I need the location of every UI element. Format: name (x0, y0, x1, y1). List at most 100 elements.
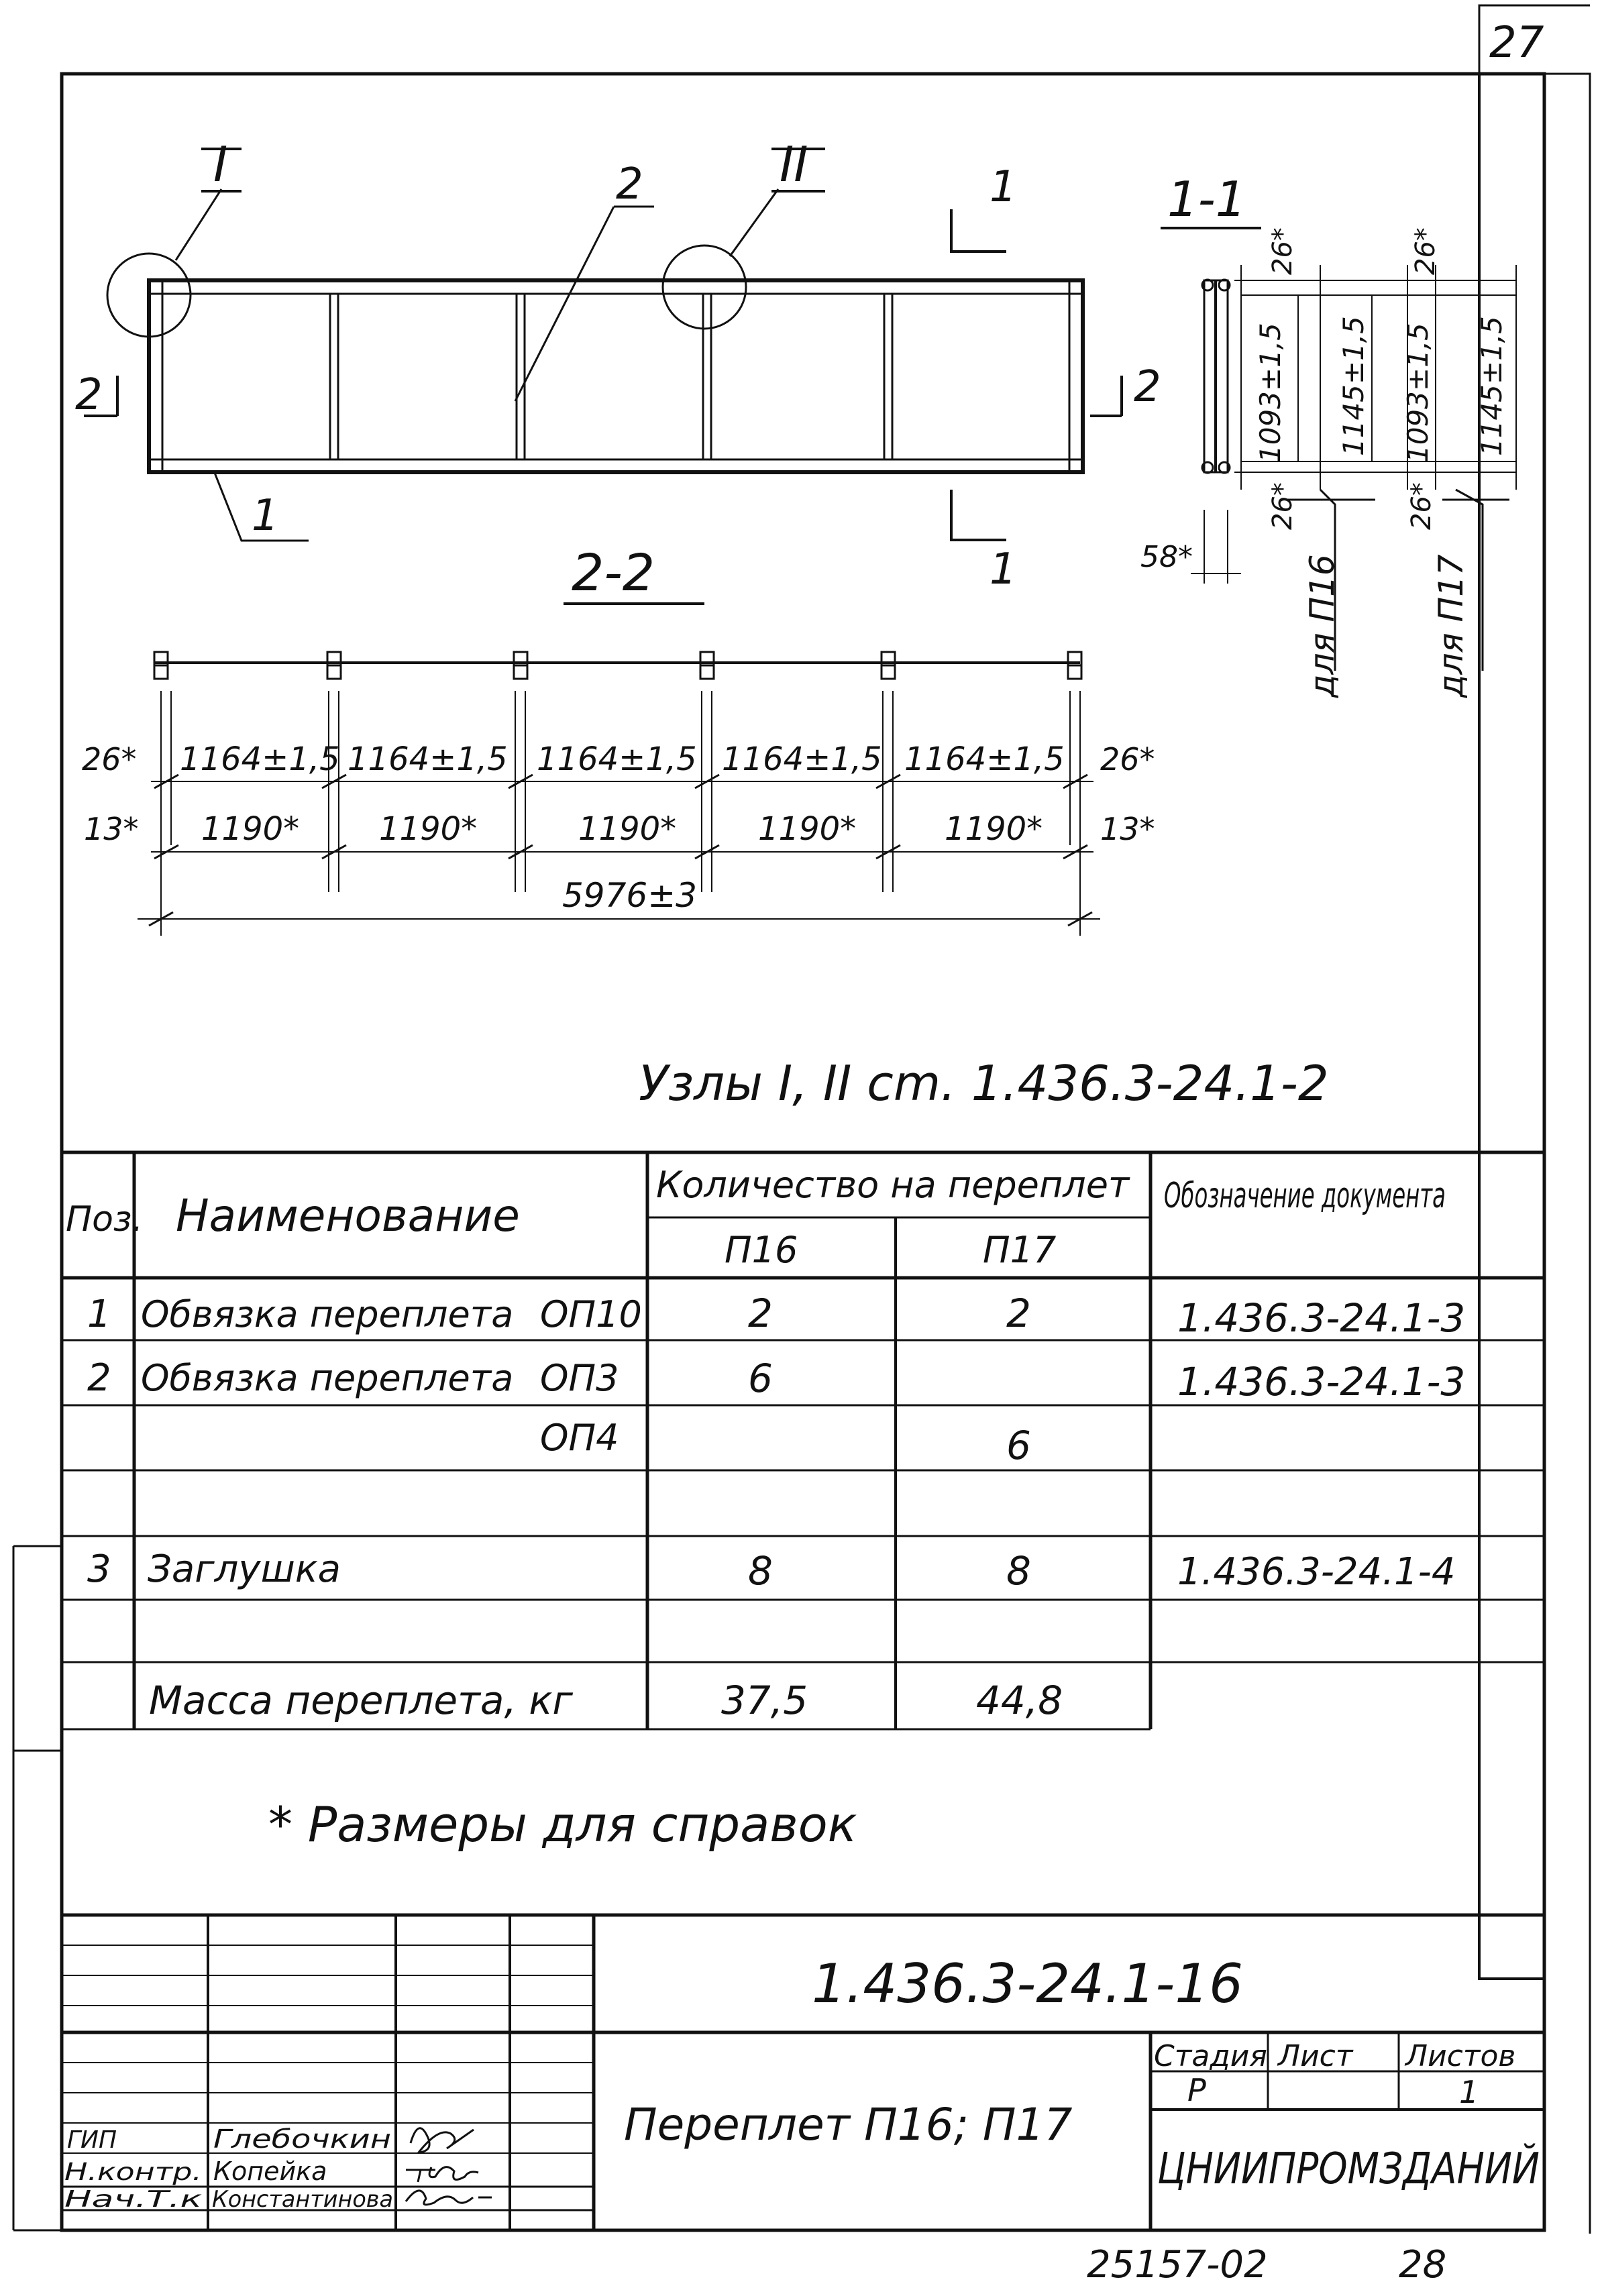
spec-table-grid (62, 1150, 1544, 1731)
spec-row-2: 2 Обвязка переплета ОП3 6 1.436.3-24.1-3 (87, 1356, 1465, 1405)
title-block-stage-value: Р (1187, 2072, 1206, 2108)
spec-row-3-mark: ОП4 (540, 1417, 619, 1459)
cut-1-top-label: 1 (990, 162, 1017, 212)
spec-header-doc: Обозначение документа (1164, 1176, 1446, 1216)
dim-22-total: 5976±3 (562, 876, 697, 915)
dim-22-row1-span2: 1164±1,5 (348, 741, 508, 778)
bottom-page-number: 28 (1399, 2243, 1446, 2287)
pos2-leader-label: 2 (616, 160, 643, 209)
profile-symbol-3 (513, 651, 529, 680)
cut-2-right-label: 2 (1134, 362, 1161, 412)
title-block-title: Переплет П16; П17 (624, 2099, 1073, 2150)
dim-22-row2-span5: 1190* (945, 810, 1043, 848)
dim-11-v4: 1145±1,5 (1475, 316, 1508, 456)
profile-symbol-4 (699, 651, 715, 680)
dim-22-row1-right: 26* (1100, 741, 1155, 777)
spec-row-2-p16: 6 (748, 1356, 773, 1401)
spec-row-5-p17: 8 (1006, 1548, 1031, 1594)
spec-row-2-pos: 2 (87, 1356, 111, 1400)
dim-11-v3: 1093±1,5 (1401, 323, 1434, 463)
dim-11-for-p17: для П17 (1432, 554, 1471, 698)
signer-1-role: ГИП (67, 2126, 117, 2154)
title-block-sheet-header: Лист (1277, 2039, 1354, 2073)
dim-11-bot-b: 26* (1406, 482, 1437, 530)
spec-row-5-name: Заглушка (148, 1547, 341, 1591)
cut-2-left-label: 2 (75, 370, 103, 420)
elevation-view (84, 188, 1123, 542)
signature-1 (409, 2127, 474, 2154)
node-I-label: I (213, 136, 227, 193)
top-sheet-number: 27 (1489, 18, 1544, 68)
node-II-circle (661, 244, 747, 330)
dim-22-row1-span5: 1164±1,5 (904, 741, 1065, 778)
spec-row-2-mark: ОП3 (540, 1357, 619, 1399)
spec-row-1-p16: 2 (748, 1291, 773, 1336)
title-block-organization: ЦНИИПРОМЗДАНИЙ (1157, 2143, 1540, 2194)
section-1-1-title: 1-1 (1167, 171, 1246, 227)
section-2-2-title: 2-2 (572, 543, 655, 602)
dim-11-v2: 1145±1,5 (1337, 316, 1370, 456)
profile-symbol-5 (880, 651, 896, 680)
signer-3-name: Константинова (212, 2186, 393, 2213)
profile-symbol-1 (153, 651, 169, 680)
spec-mass-p16: 37,5 (721, 1678, 808, 1723)
dim-22-row2-span3: 1190* (578, 810, 676, 848)
spec-header-p16: П16 (725, 1229, 798, 1271)
spec-mass-p17: 44,8 (976, 1678, 1063, 1723)
spec-header-p17: П17 (983, 1229, 1056, 1271)
spec-row-1-name: Обвязка переплета (141, 1293, 513, 1335)
spec-header-pos: Поз. (66, 1199, 143, 1240)
section-1-1-view (1191, 265, 1517, 671)
profile-symbol-2 (326, 651, 342, 680)
title-block-grid (62, 1913, 1544, 2230)
footnote-reference-sizes: * Размеры для справок (268, 1796, 857, 1853)
spec-row-5-pos: 3 (87, 1547, 111, 1591)
title-block-code: 1.436.3-24.1-16 (812, 1953, 1243, 2015)
title-block-sheets-value: 1 (1459, 2074, 1479, 2110)
dim-22-row2-left: 13* (84, 811, 139, 847)
dim-22-row2-span4: 1190* (758, 810, 856, 848)
dim-22-row1-left: 26* (82, 741, 137, 777)
spec-row-1: 1 Обвязка переплета ОП10 2 2 1.436.3-24.… (87, 1291, 1465, 1341)
bottom-archive-code: 25157-02 (1087, 2243, 1268, 2287)
node-I-circle (106, 252, 192, 338)
spec-row-3: ОП4 6 (540, 1417, 1031, 1468)
dim-11-for-p16: для П16 (1303, 554, 1342, 698)
title-block-stage-header: Стадия (1154, 2039, 1267, 2073)
dim-11-top-b: 26* (1410, 227, 1441, 275)
pos1-leader-label: 1 (252, 491, 279, 541)
dim-22-row2-span1: 1190* (201, 810, 299, 848)
dim-11-texts: 26* 26* 1093±1,5 1145±1,5 1093±1,5 1145±… (1254, 227, 1508, 698)
dim-22-row1-span4: 1164±1,5 (722, 741, 882, 778)
signature-3 (405, 2189, 492, 2206)
spec-row-3-p17: 6 (1006, 1423, 1031, 1468)
title-block-sheets-header: Листов (1404, 2039, 1515, 2073)
dim-11-left-width: 58* (1140, 540, 1193, 574)
dim-22-row2-span2: 1190* (379, 810, 477, 848)
spec-row-1-mark: ОП10 (540, 1293, 642, 1335)
spec-header-qty: Количество на переплет (656, 1164, 1130, 1206)
node-II-label: II (780, 136, 808, 193)
spec-row-2-doc: 1.436.3-24.1-3 (1177, 1359, 1465, 1405)
spec-row-1-p17: 2 (1006, 1291, 1031, 1336)
dim-11-bot-a: 26* (1267, 482, 1298, 530)
section-2-2-view (138, 651, 1100, 936)
signer-2-name: Копейка (213, 2156, 327, 2186)
profile-symbol-6 (1067, 651, 1083, 680)
elevation-posts (329, 294, 894, 459)
spec-mass-row: Масса переплета, кг 37,5 44,8 (149, 1678, 1063, 1723)
spec-row-1-doc: 1.436.3-24.1-3 (1177, 1295, 1465, 1341)
cut-1-bottom-label: 1 (990, 545, 1017, 594)
dim-22-row1-span1: 1164±1,5 (180, 741, 340, 778)
spec-header-name: Наименование (176, 1190, 520, 1242)
dim-22-row1-span3: 1164±1,5 (537, 741, 697, 778)
spec-row-2-name: Обвязка переплета (141, 1357, 513, 1399)
spec-row-5: 3 Заглушка 8 8 1.436.3-24.1-4 (87, 1547, 1455, 1594)
dim-11-v1: 1093±1,5 (1254, 323, 1287, 463)
spec-mass-label: Масса переплета, кг (149, 1678, 573, 1723)
nodes-reference-note: Узлы I, II cm. 1.436.3-24.1-2 (639, 1055, 1329, 1111)
signature-2 (406, 2166, 479, 2183)
signer-3-role: Нач.Т.к (64, 2186, 203, 2213)
signer-2-role: Н.контр. (64, 2158, 202, 2186)
